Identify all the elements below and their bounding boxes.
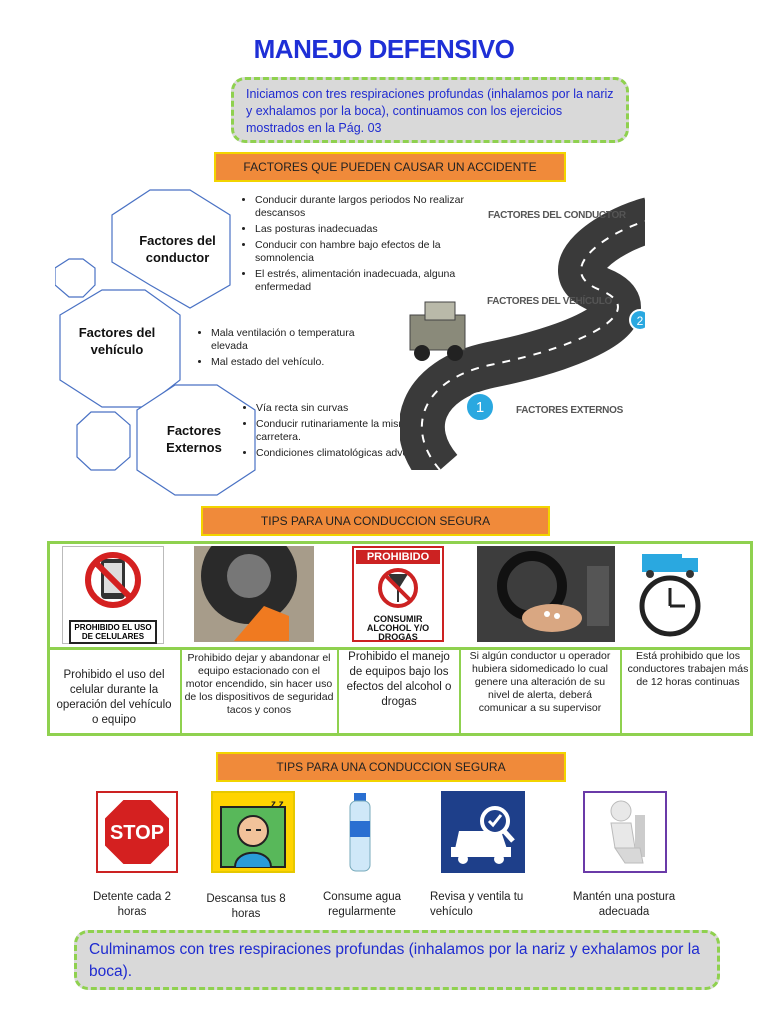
divider: [180, 647, 182, 736]
tip-caption-4: Si algún conductor u operador hubiera si…: [469, 650, 611, 714]
tip-caption-5: Está prohibido que los conductores traba…: [627, 650, 749, 688]
hexagon-vehiculo: [59, 289, 181, 408]
intro-note: Iniciamos con tres respiraciones profund…: [231, 77, 629, 143]
road-illustration: 1 2 3: [400, 197, 645, 470]
hexagon-small-1: [55, 258, 96, 298]
stop-sign-icon: STOP: [103, 798, 171, 866]
medication-driver-image: [477, 546, 615, 642]
bullet-item: Las posturas inadecuadas: [255, 223, 480, 236]
bullet-item: Mala ventilación o temperatura elevada: [211, 327, 361, 353]
seated-posture-icon: [610, 800, 645, 864]
no-phone-icon: [85, 552, 141, 608]
car-check-frame: [441, 791, 525, 873]
safe-driving-tips-banner-1: TIPS PARA UNA CONDUCCION SEGURA: [201, 506, 550, 536]
bullet-item: Mal estado del vehículo.: [211, 356, 361, 369]
no-drink-icon: [378, 568, 418, 608]
stop-sign-frame: STOP: [96, 791, 178, 873]
posture-frame: [583, 791, 667, 873]
bullet-item: Condiciones climatológicas adversas.: [256, 447, 441, 460]
bullets-externos: Vía recta sin curvas Conducir rutinariam…: [241, 402, 441, 463]
tire-chock-image: [194, 546, 314, 642]
tip-caption-1: Prohibido el uso del celular durante la …: [56, 669, 172, 726]
divider: [620, 647, 622, 736]
prohibido-header: PROHIBIDO: [356, 550, 440, 564]
accident-factors-banner: FACTORES QUE PUEDEN CAUSAR UN ACCIDENTE: [214, 152, 566, 182]
icon-caption-stop: Detente cada 2 horas: [92, 891, 171, 918]
no-cellphone-text: PROHIBIDO EL USO DE CELULARES: [69, 620, 157, 644]
factor-label-vehiculo: Factores del vehículo: [78, 325, 156, 357]
bullet-item: El estrés, alimentación inadecuada, algu…: [255, 268, 480, 294]
divider: [459, 647, 461, 736]
closing-note: Culminamos con tres respiraciones profun…: [74, 930, 720, 990]
road-label-driver: FACTORES DEL CONDUCTOR: [488, 210, 626, 221]
tip-caption-2: Prohibido dejar y abandonar el equipo es…: [184, 652, 334, 716]
no-alcohol-sign: PROHIBIDO CONSUMIR ALCOHOL Y/O DROGAS: [352, 546, 444, 642]
no-cellphone-sign: PROHIBIDO EL USO DE CELULARES: [62, 546, 164, 644]
bullet-item: Conducir rutinariamente la misma carrete…: [256, 418, 441, 444]
bullets-vehiculo: Mala ventilación o temperatura elevada M…: [196, 327, 361, 372]
icon-caption-check: Revisa y ventila tu vehículo: [430, 891, 524, 918]
hexagon-diagram: [55, 189, 256, 496]
safe-driving-tips-banner-2: TIPS PARA UNA CONDUCCION SEGURA: [216, 752, 566, 782]
svg-text:2: 2: [637, 314, 644, 328]
bullet-item: Conducir durante largos periodos No real…: [255, 194, 480, 220]
bullet-item: Conducir con hambre bajo efectos de la s…: [255, 239, 480, 265]
road-label-external: FACTORES EXTERNOS: [516, 405, 623, 416]
no-alcohol-text: CONSUMIR ALCOHOL Y/O DROGAS: [366, 614, 430, 642]
hexagon-conductor: [111, 189, 231, 309]
svg-text:1: 1: [476, 399, 484, 416]
clock-truck-icon: [639, 554, 701, 637]
sleep-icon-frame: z z: [211, 791, 295, 873]
hexagon-small-2: [76, 411, 131, 471]
factor-label-conductor: Factores del conductor: [139, 233, 216, 265]
pin-2-icon: 2: [629, 309, 645, 331]
divider: [337, 647, 339, 736]
icon-caption-water: Consume agua regularmente: [323, 891, 401, 918]
car-inspection-icon: [451, 806, 515, 864]
tips-table: [47, 541, 753, 736]
water-bottle-icon: [349, 793, 371, 872]
truck-icon: [409, 301, 466, 361]
svg-text:z z: z z: [271, 799, 284, 810]
svg-text:STOP: STOP: [110, 822, 164, 844]
bullets-conductor: Conducir durante largos periodos No real…: [240, 194, 480, 297]
bullet-item: Vía recta sin curvas: [256, 402, 441, 415]
road-label-vehicle: FACTORES DEL VEHÍCULO: [487, 296, 613, 307]
wheel-chock-icon: [234, 606, 289, 641]
tips-divider: [47, 647, 753, 650]
page-title: MANEJO DEFENSIVO: [253, 34, 515, 64]
tip-caption-3: Prohibido el manejo de equipos bajo los …: [346, 651, 452, 708]
icon-caption-rest: Descansa tus 8 horas: [206, 893, 286, 920]
sleeping-person-icon: z z: [220, 799, 286, 868]
factor-label-externos: Factores Externos: [166, 423, 222, 455]
hexagon-externos: [136, 384, 256, 496]
pin-1-icon: 1: [465, 392, 495, 422]
icon-caption-posture: Mantén una postura adecuada: [572, 891, 676, 918]
